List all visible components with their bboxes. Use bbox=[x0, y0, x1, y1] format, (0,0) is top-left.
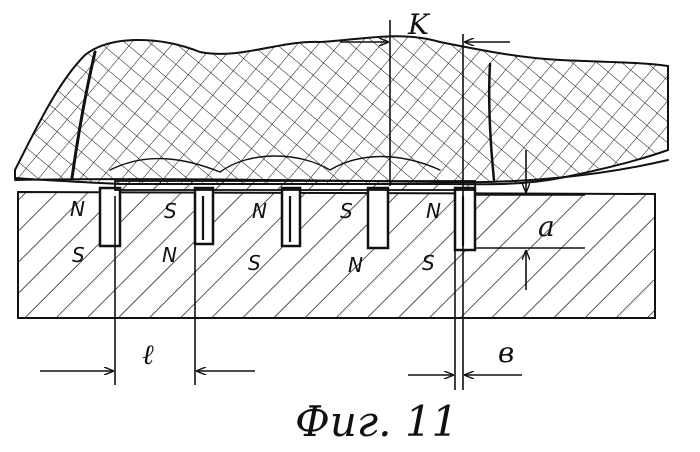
spacer-slot bbox=[455, 188, 475, 250]
dimension-a-label: a bbox=[538, 210, 555, 243]
dimension-l-label: ℓ bbox=[142, 338, 154, 371]
pole-label: S bbox=[422, 251, 435, 275]
pole-label: N bbox=[348, 253, 363, 277]
pole-label: N bbox=[70, 197, 85, 221]
pole-label: S bbox=[164, 199, 177, 223]
pole-label: N bbox=[162, 243, 177, 267]
dimension-k-label: K bbox=[407, 8, 431, 41]
pole-label: S bbox=[340, 199, 353, 223]
spacer-slot bbox=[368, 188, 388, 248]
pole-label: N bbox=[252, 199, 267, 223]
pole-label: N bbox=[426, 199, 441, 223]
pole-label: S bbox=[248, 251, 261, 275]
pole-label: S bbox=[72, 243, 85, 267]
workpiece bbox=[15, 36, 668, 184]
spacer-slot bbox=[100, 188, 120, 246]
figure-caption: Фиг. 11 bbox=[295, 397, 458, 446]
dimension-b-label: в bbox=[498, 336, 514, 369]
